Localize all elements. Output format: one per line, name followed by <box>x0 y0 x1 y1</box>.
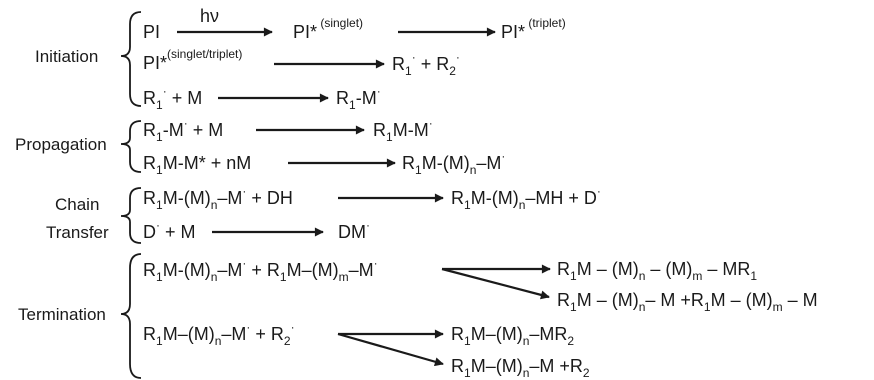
eq-pi-star-singlet-triplet: PI*(singlet/triplet) <box>143 47 242 73</box>
eq-pi-star-triplet: PI* (triplet) <box>501 16 566 42</box>
eq-combination-product: R1M – (M)n – (M)m – MR1 <box>557 259 757 283</box>
eq-pi: PI <box>143 22 160 42</box>
eq-r1m-mn-m-radical: R1M-(M)n–M· <box>402 149 505 177</box>
brace-termination <box>120 253 142 379</box>
eq-r1-m-radical-plus-m: R1-M· + M <box>143 116 223 144</box>
eq-r1m-mn-mh-plus-d-radical: R1M-(M)n–MH + D· <box>451 184 601 212</box>
eq-r1-plus-r2: R1· + R2· <box>392 50 460 78</box>
eq-termination-reactants-1: R1M-(M)n–M· + R1M–(M)m–M· <box>143 256 378 284</box>
eq-d-radical-plus-m: D· + M <box>143 218 196 242</box>
brace-chain-transfer <box>120 187 142 244</box>
label-transfer: Transfer <box>46 223 109 242</box>
eq-hv: hν <box>200 6 219 26</box>
eq-termination-reactants-2: R1M–(M)n–M· + R2· <box>143 320 295 348</box>
eq-primary-disproportionation-products: R1M–(M)n–M +R2 <box>451 356 590 380</box>
eq-r1m-m-star-plus-nm: R1M-M* + nM <box>143 153 251 177</box>
eq-r1-plus-m: R1· + M <box>143 84 202 112</box>
label-chain: Chain <box>55 195 99 214</box>
eq-r1m-mn-m-radical-plus-dh: R1M-(M)n–M· + DH <box>143 184 293 212</box>
eq-dm-radical: DM· <box>338 218 370 242</box>
eq-r1-m: R1-M· <box>336 84 381 112</box>
eq-disproportionation-products: R1M – (M)n– M +R1M – (M)m – M <box>557 290 818 314</box>
label-initiation: Initiation <box>35 47 98 66</box>
eq-primary-termination-product: R1M–(M)n–MR2 <box>451 324 574 348</box>
label-propagation: Propagation <box>15 135 107 154</box>
brace-propagation <box>120 120 142 173</box>
label-termination: Termination <box>18 305 106 324</box>
eq-r1m-m-radical: R1M-M· <box>373 116 433 144</box>
arrow-primary-disproportionation <box>337 332 444 367</box>
brace-initiation <box>120 11 142 107</box>
eq-pi-star-singlet: PI* (singlet) <box>293 16 363 42</box>
arrow-disproportionation <box>441 267 550 300</box>
